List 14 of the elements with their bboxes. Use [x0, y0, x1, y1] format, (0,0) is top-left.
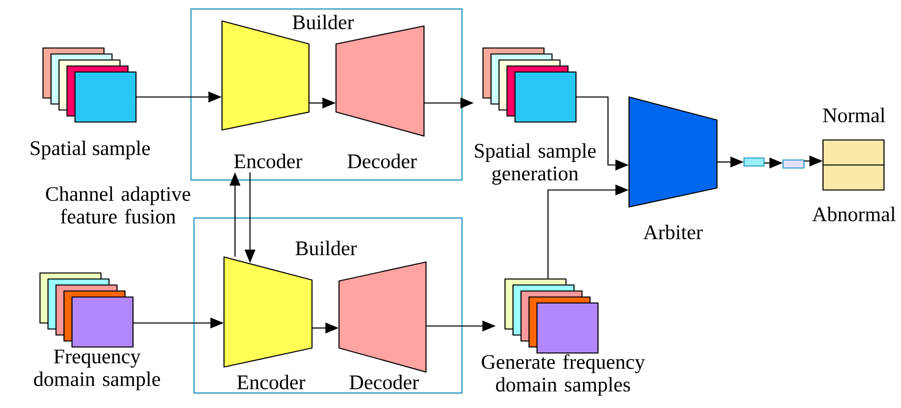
sample-label: Spatial sample	[30, 140, 150, 160]
class-label: Abnormal	[812, 206, 896, 222]
annotation-text: Channel adaptive feature fusion	[46, 186, 190, 224]
block-label: Decoder	[350, 374, 419, 390]
block-label: Encoder	[237, 374, 306, 390]
feature-block	[743, 157, 765, 167]
block-label: Decoder	[348, 154, 417, 168]
sample-label: Frequency domain sample	[34, 350, 160, 390]
feature-block	[782, 159, 805, 169]
block-label: Encoder	[234, 154, 302, 168]
sample-label: Generate frequency domain samples	[482, 354, 645, 396]
block-label: Arbiter	[643, 224, 703, 240]
class-label: Normal	[823, 108, 886, 122]
sample-label: Spatial sample generation	[474, 143, 596, 185]
